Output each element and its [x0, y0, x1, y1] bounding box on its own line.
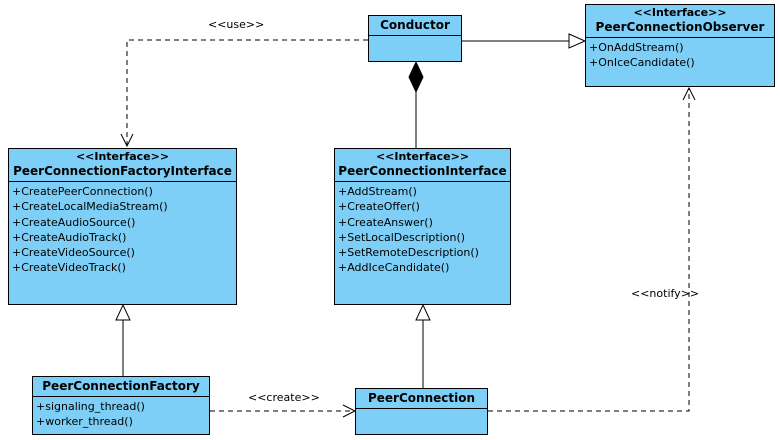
notify-dependency-arrowhead	[682, 86, 696, 101]
interface-peer-connection-interface: <<Interface>> PeerConnectionInterface +A…	[334, 148, 511, 305]
notify-label: <<notify>>	[631, 287, 700, 300]
interface-observer-header: <<Interface>> PeerConnectionObserver	[586, 5, 774, 38]
create-label: <<create>>	[248, 391, 320, 404]
operation: +worker_thread()	[36, 415, 133, 429]
interface-pc-stereotype: <<Interface>>	[375, 150, 470, 163]
class-pc-header: PeerConnection	[356, 389, 487, 409]
interface-peer-connection-factory-interface: <<Interface>> PeerConnectionFactoryInter…	[8, 148, 237, 305]
operation: +AddStream()	[338, 185, 417, 198]
interface-observer-name: PeerConnectionObserver	[595, 20, 765, 34]
factory-generalization-triangle	[115, 303, 131, 321]
interface-pc-name: PeerConnectionInterface	[338, 164, 507, 178]
use-dependency-arrowhead	[120, 133, 134, 148]
class-peer-connection: PeerConnection	[355, 388, 488, 435]
operation: +signaling_thread()	[36, 400, 145, 413]
use-label: <<use>>	[208, 18, 265, 31]
operation: +CreatePeerConnection()	[12, 185, 153, 198]
notify-dependency-line	[488, 88, 690, 412]
class-peer-connection-factory: PeerConnectionFactory +signaling_thread(…	[32, 376, 210, 435]
use-dependency-line	[126, 39, 368, 146]
interface-factory-name: PeerConnectionFactoryInterface	[13, 164, 232, 178]
operation: +OnIceCandidate()	[589, 56, 695, 70]
class-conductor: Conductor	[368, 15, 462, 62]
operation: +CreateOffer()	[338, 200, 420, 214]
interface-factory-header: <<Interface>> PeerConnectionFactoryInter…	[9, 149, 236, 182]
operation: +CreateAudioSource()	[12, 215, 136, 229]
operation: +CreateLocalMediaStream()	[12, 200, 168, 214]
operation: +CreateVideoTrack()	[12, 261, 126, 275]
class-factory-header: PeerConnectionFactory	[33, 377, 209, 397]
class-factory-name: PeerConnectionFactory	[42, 379, 200, 393]
operation: +CreateAudioTrack()	[12, 230, 127, 244]
interface-factory-stereotype: <<Interface>>	[75, 150, 170, 163]
interface-observer-stereotype: <<Interface>>	[633, 6, 727, 19]
interface-observer-operations: +OnAddStream() +OnIceCandidate()	[586, 38, 774, 71]
interface-factory-operations: +CreatePeerConnection() +CreateLocalMedi…	[9, 182, 236, 276]
class-pc-name: PeerConnection	[367, 391, 475, 405]
operation: +CreateAnswer()	[338, 215, 433, 229]
class-conductor-header: Conductor	[369, 16, 461, 36]
operation: +CreateVideoSource()	[12, 246, 135, 260]
pc-generalization-triangle	[415, 303, 431, 321]
class-conductor-name: Conductor	[380, 18, 450, 32]
operation: +OnAddStream()	[589, 41, 684, 54]
interface-peer-connection-observer: <<Interface>> PeerConnectionObserver +On…	[585, 4, 775, 87]
operation: +AddIceCandidate()	[338, 261, 450, 275]
interface-pc-operations: +AddStream() +CreateOffer() +CreateAnswe…	[335, 182, 510, 276]
conductor-observer-triangle	[568, 33, 587, 49]
operation: +SetLocalDescription()	[338, 230, 466, 244]
operation: +SetRemoteDescription()	[338, 246, 479, 260]
class-factory-operations: +signaling_thread() +worker_thread()	[33, 397, 209, 430]
composition-diamond	[408, 60, 424, 94]
interface-pc-header: <<Interface>> PeerConnectionInterface	[335, 149, 510, 182]
